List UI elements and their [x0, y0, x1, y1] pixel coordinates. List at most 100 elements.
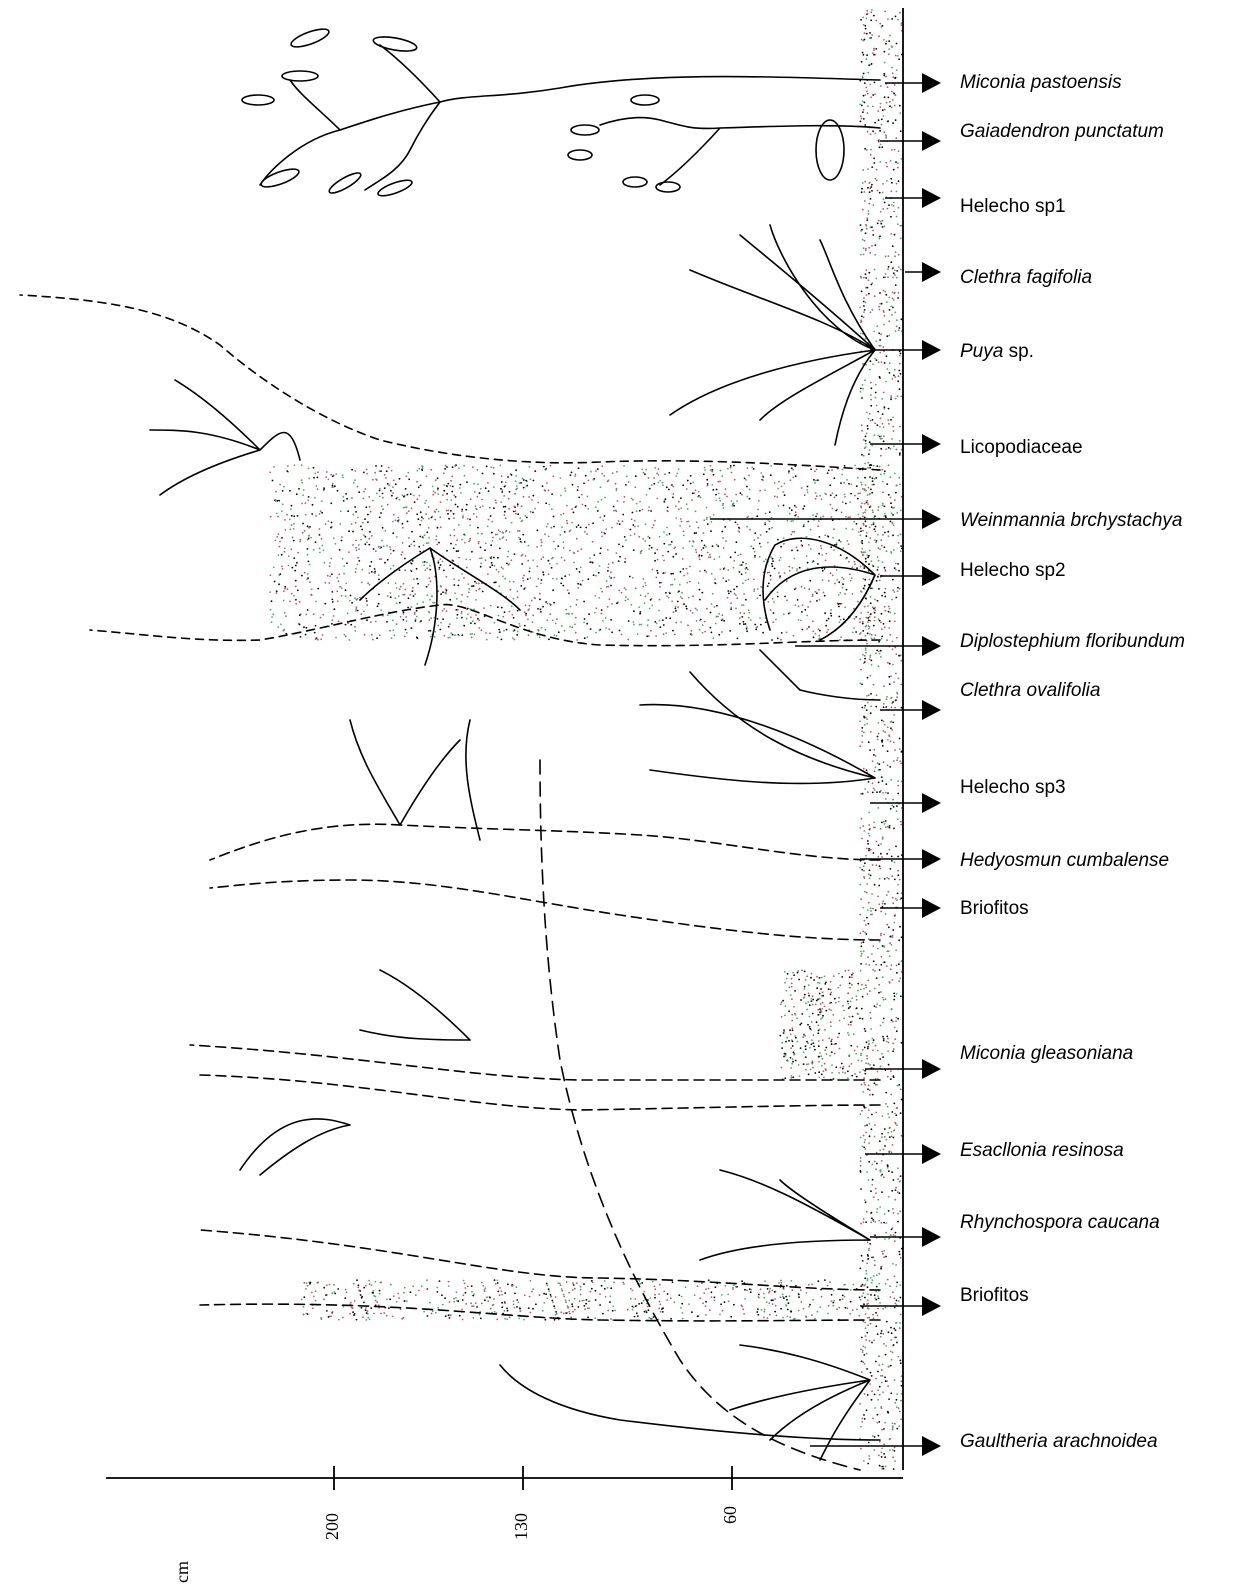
stipple-dot	[764, 1309, 766, 1311]
stipple-dot	[864, 585, 866, 587]
stipple-dot	[730, 465, 732, 467]
stipple-dot	[763, 561, 765, 563]
stipple-dot	[450, 499, 452, 501]
stipple-dot	[814, 1049, 816, 1051]
stipple-dot	[893, 169, 895, 171]
stipple-dot	[278, 554, 280, 556]
stipple-dot	[658, 474, 660, 476]
stipple-dot	[595, 506, 597, 508]
stipple-dot	[771, 563, 773, 565]
stipple-dot	[865, 435, 867, 437]
stipple-dot	[838, 1307, 840, 1309]
stipple-dot	[774, 1298, 776, 1300]
stipple-dot	[400, 1308, 402, 1310]
stipple-dot	[845, 1307, 847, 1309]
stipple-dot	[697, 496, 699, 498]
stipple-dot	[723, 568, 725, 570]
stipple-dot	[334, 485, 336, 487]
stipple-dot	[285, 633, 287, 635]
stipple-dot	[869, 441, 871, 443]
stipple-dot	[640, 553, 642, 555]
stipple-dot	[560, 1284, 562, 1286]
stipple-dot	[688, 597, 690, 599]
stipple-dot	[396, 536, 398, 538]
stipple-dot	[390, 596, 392, 598]
stipple-dot	[513, 598, 515, 600]
stipple-dot	[888, 408, 890, 410]
stipple-dot	[383, 545, 385, 547]
stipple-dot	[546, 482, 548, 484]
stipple-dot	[870, 693, 872, 695]
stipple-dot	[301, 464, 303, 466]
stipple-dot	[692, 595, 694, 597]
stipple-dot	[378, 603, 380, 605]
stipple-dot	[654, 560, 656, 562]
stipple-dot	[680, 497, 682, 499]
stipple-dot	[810, 529, 812, 531]
stipple-dot	[736, 1286, 738, 1288]
stipple-dot	[708, 1288, 710, 1290]
stipple-dot	[871, 387, 873, 389]
stipple-dot	[879, 466, 881, 468]
stipple-dot	[618, 520, 620, 522]
stipple-dot	[473, 1293, 475, 1295]
stipple-dot	[791, 467, 793, 469]
species-label-puya-sp: Puya sp.	[960, 342, 1034, 361]
stipple-dot	[566, 1281, 568, 1283]
stipple-dot	[875, 526, 877, 528]
stipple-dot	[504, 611, 506, 613]
stipple-dot	[818, 1040, 820, 1042]
stipple-dot	[405, 629, 407, 631]
stipple-dot	[769, 1288, 771, 1290]
stipple-dot	[891, 1019, 893, 1021]
stipple-dot	[429, 599, 431, 601]
stipple-dot	[899, 440, 901, 442]
stipple-dot	[888, 1238, 890, 1240]
stipple-dot	[838, 997, 840, 999]
stipple-dot	[869, 1123, 871, 1125]
stipple-dot	[379, 516, 381, 518]
stipple-dot	[876, 1211, 878, 1213]
stipple-dot	[474, 623, 476, 625]
stipple-dot	[437, 527, 439, 529]
stipple-dot	[674, 1301, 676, 1303]
stipple-dot	[881, 1382, 883, 1384]
stipple-dot	[373, 1313, 375, 1315]
stipple-dot	[875, 392, 877, 394]
stipple-dot	[781, 1016, 783, 1018]
stipple-dot	[875, 1291, 877, 1293]
stipple-dot	[746, 486, 748, 488]
stipple-dot	[633, 1306, 635, 1308]
stipple-dot	[404, 636, 406, 638]
stipple-dot	[605, 617, 607, 619]
stipple-dot	[670, 573, 672, 575]
stipple-dot	[833, 975, 835, 977]
stipple-dot	[870, 186, 872, 188]
stipple-dot	[881, 1407, 883, 1409]
stipple-dot	[478, 589, 480, 591]
stipple-dot	[859, 621, 861, 623]
stipple-dot	[762, 632, 764, 634]
stipple-dot	[870, 875, 872, 877]
leaf	[242, 95, 274, 105]
stipple-dot	[884, 1213, 886, 1215]
stipple-dot	[890, 476, 892, 478]
stipple-dot	[397, 1293, 399, 1295]
stipple-dot	[331, 486, 333, 488]
stipple-dot	[397, 517, 399, 519]
stipple-dot	[880, 1333, 882, 1335]
stipple-dot	[844, 593, 846, 595]
stipple-dot	[864, 191, 866, 193]
stipple-dot	[863, 523, 865, 525]
stipple-dot	[867, 13, 869, 15]
stipple-dot	[568, 1292, 570, 1294]
stipple-dot	[583, 622, 585, 624]
stipple-dot	[639, 613, 641, 615]
stipple-dot	[710, 521, 712, 523]
stipple-dot	[465, 1287, 467, 1289]
stipple-dot	[552, 578, 554, 580]
stipple-dot	[319, 547, 321, 549]
stipple-dot	[738, 527, 740, 529]
stipple-dot	[704, 570, 706, 572]
stipple-dot	[622, 520, 624, 522]
